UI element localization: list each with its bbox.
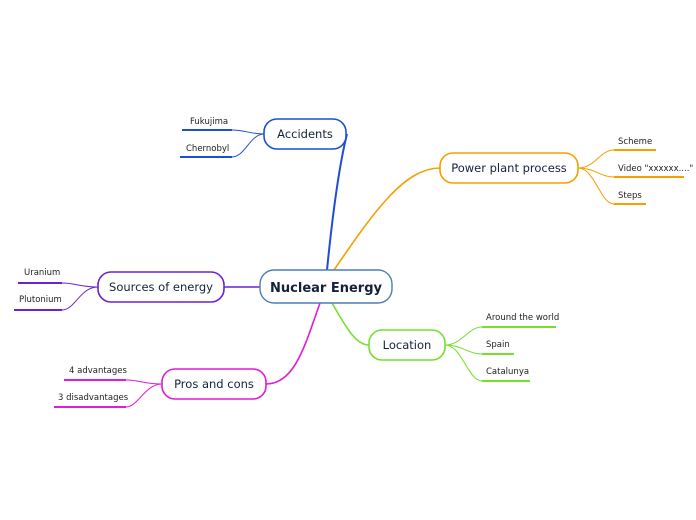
leaf-around-the-world[interactable]: Around the world (486, 313, 559, 323)
connector-scheme (577, 149, 615, 169)
connector-disadvantages (125, 383, 163, 408)
leaf-fukujima[interactable]: Fukujima (190, 117, 228, 127)
node-center[interactable]: Nuclear Energy (259, 269, 393, 304)
connector-advantages (125, 379, 163, 385)
connector-catalunya (444, 344, 483, 382)
node-accidents-label: Accidents (277, 127, 333, 141)
center-label: Nuclear Energy (270, 281, 382, 296)
node-sources-of-energy[interactable]: Sources of energy (97, 271, 225, 303)
node-location[interactable]: Location (368, 329, 446, 361)
node-power-plant-process[interactable]: Power plant process (439, 152, 579, 184)
leaf-chernobyl[interactable]: Chernobyl (186, 144, 229, 154)
node-pros-and-cons[interactable]: Pros and cons (161, 368, 267, 400)
leaf-steps[interactable]: Steps (618, 191, 642, 201)
leaf-spain[interactable]: Spain (486, 340, 510, 350)
leaf-4-advantages[interactable]: 4 advantages (69, 366, 128, 376)
node-power-plant-process-label: Power plant process (451, 161, 567, 175)
connector-location (331, 302, 370, 346)
connector-around-the-world (444, 326, 483, 346)
connector-accidents (326, 133, 348, 271)
leaf-plutonium[interactable]: Plutonium (19, 295, 62, 305)
node-location-label: Location (383, 338, 432, 352)
connector-power-plant-process (333, 167, 441, 271)
leaf-catalunya[interactable]: Catalunya (486, 367, 529, 377)
leaf-uranium[interactable]: Uranium (24, 268, 60, 278)
connector-uranium (61, 282, 99, 288)
leaf-video[interactable]: Video "xxxxxx...." (618, 164, 693, 174)
node-accidents[interactable]: Accidents (263, 118, 347, 150)
connector-pros-and-cons (265, 302, 321, 385)
node-pros-and-cons-label: Pros and cons (174, 377, 254, 391)
connector-chernobyl (231, 133, 265, 158)
connector-steps (577, 167, 615, 205)
leaf-scheme[interactable]: Scheme (618, 137, 652, 147)
node-sources-of-energy-label: Sources of energy (109, 280, 213, 294)
connector-plutonium (61, 286, 99, 311)
connector-fukujima (231, 129, 265, 135)
leaf-3-disadvantages[interactable]: 3 disadvantages (58, 393, 129, 403)
